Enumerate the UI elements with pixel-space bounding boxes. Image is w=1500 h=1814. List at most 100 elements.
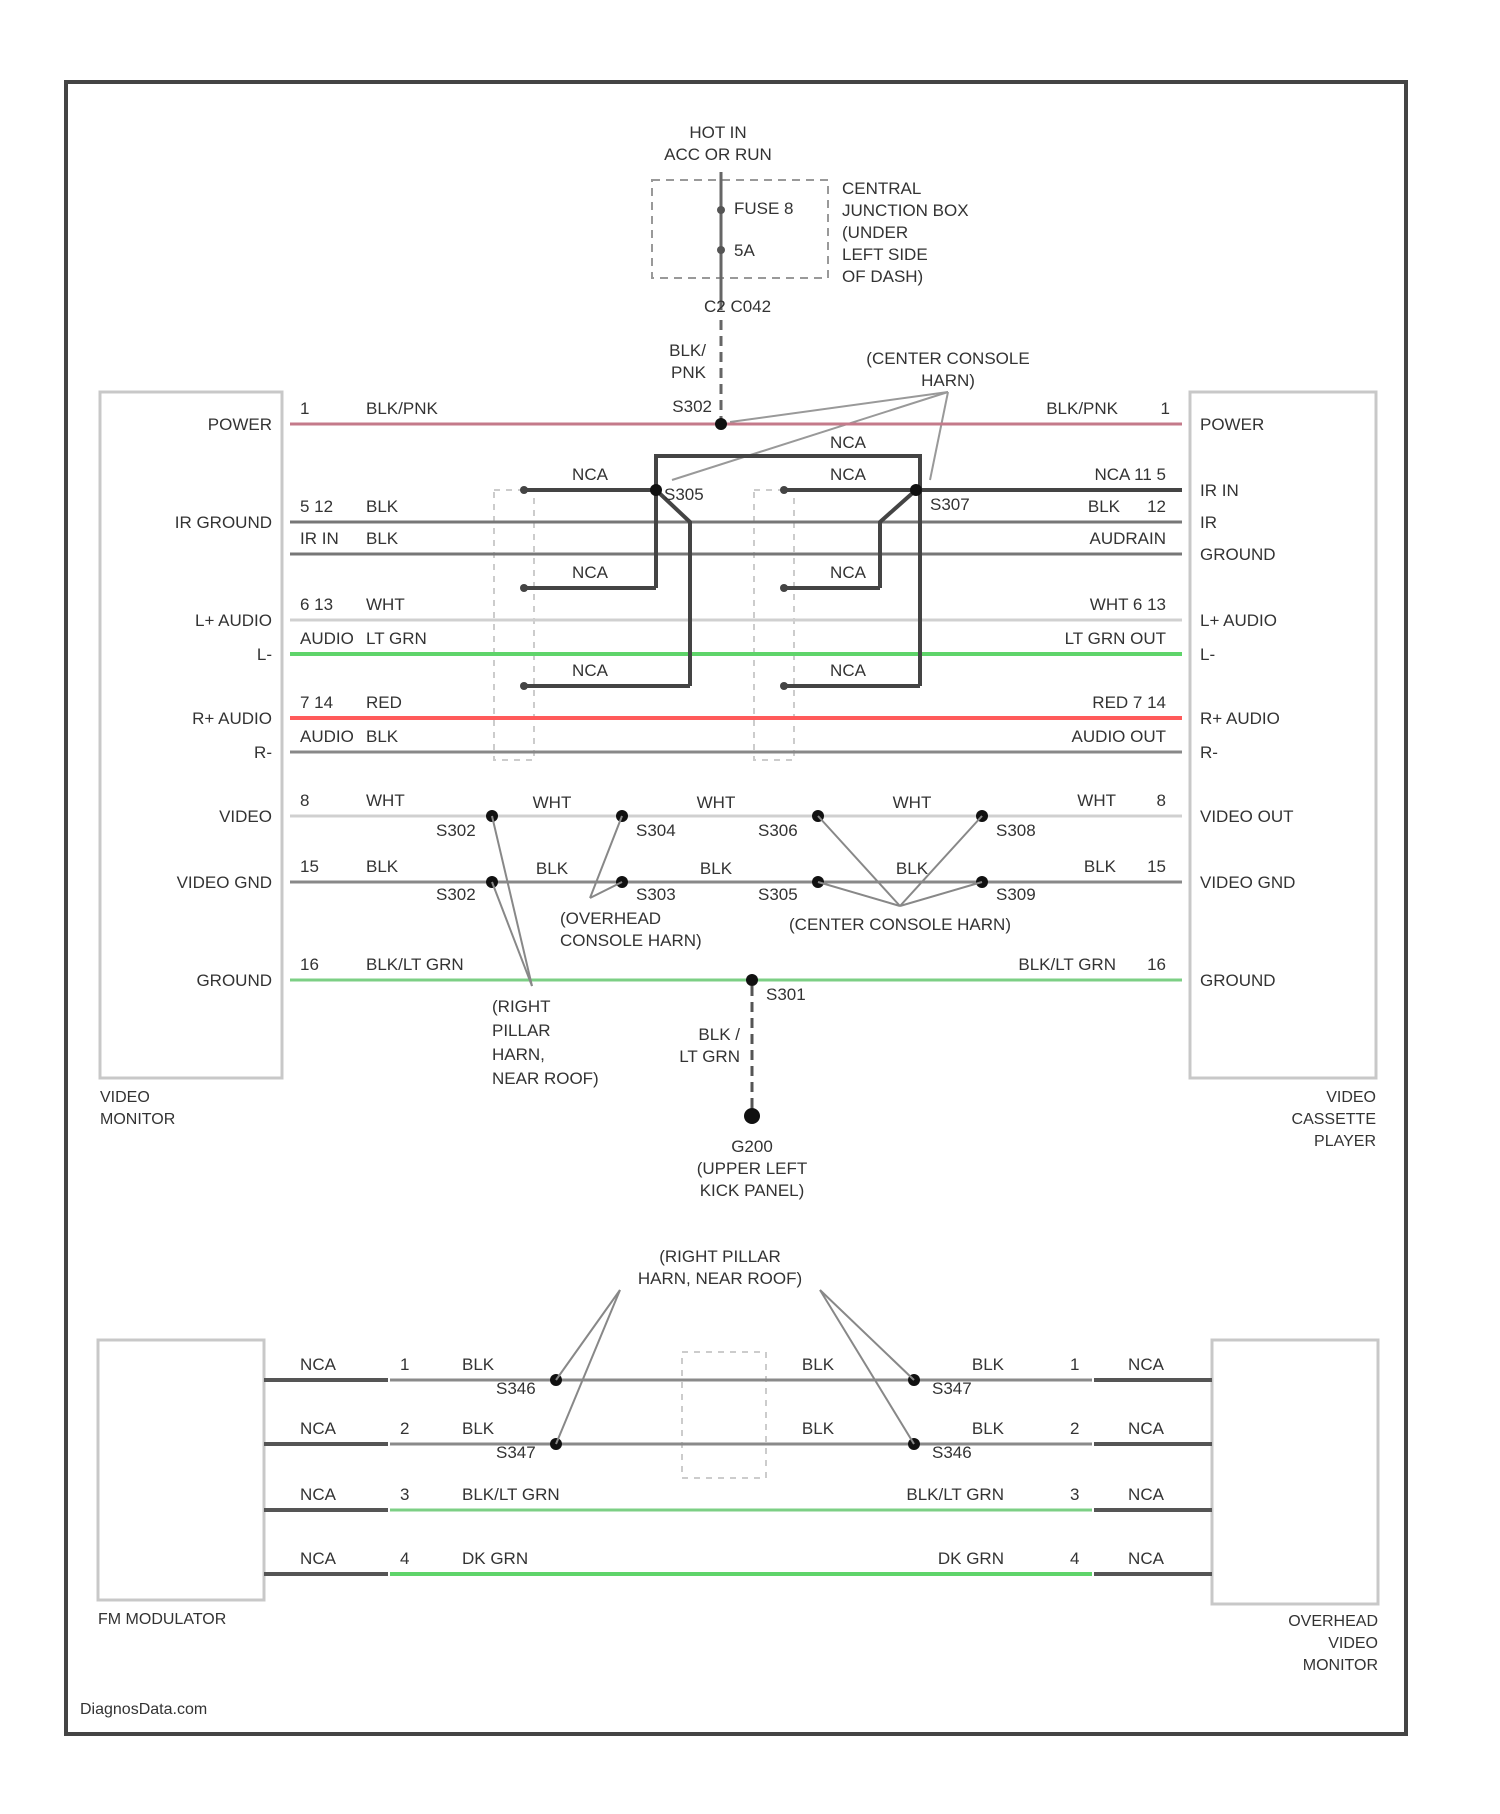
lw-color-10: BLK/LT GRN: [366, 955, 464, 974]
b-rcolor-3: BLK/LT GRN: [906, 1485, 1004, 1504]
vm-pin-video: VIDEO: [219, 807, 272, 826]
diagram-frame: [66, 82, 1406, 1734]
harn-leader-3: [930, 392, 948, 480]
harn-leader-2: [672, 392, 948, 480]
overhead-console-harn-2: CONSOLE HARN): [560, 931, 702, 950]
b-lpin-2: 2: [400, 1419, 409, 1438]
vm-pin-video-gnd: VIDEO GND: [177, 873, 272, 892]
ground-drop-color-1: BLK /: [698, 1025, 740, 1044]
vm-pin-power: POWER: [208, 415, 272, 434]
splice-s302-power: [715, 418, 727, 430]
lw-pin-10: 16: [300, 955, 319, 974]
splice-s301-ground: S301: [766, 985, 806, 1004]
fuse-name: FUSE 8: [734, 199, 794, 218]
vm-pin-l-plus: L+ AUDIO: [195, 611, 272, 630]
nca-label-2: NCA: [830, 465, 867, 484]
gnd-wire-color-2: BLK: [536, 859, 569, 878]
vcp-pin-ground-top: GROUND: [1200, 545, 1276, 564]
fm-nca-3: NCA: [300, 1485, 337, 1504]
harn-leader-1: [730, 392, 948, 422]
om-nca-1: NCA: [1128, 1355, 1165, 1374]
rw-color-10: BLK: [1084, 857, 1117, 876]
splice-s303-gnd: S303: [636, 885, 676, 904]
vcp-pin-ground: GROUND: [1200, 971, 1276, 990]
lw-color-7: BLK: [366, 727, 399, 746]
nca-end-2: [780, 486, 788, 494]
om-nca-2: NCA: [1128, 1419, 1165, 1438]
bottom-splices: [550, 1374, 920, 1450]
fm-modulator-label: FM MODULATOR: [98, 1611, 226, 1628]
lw-pin-3: IR IN: [300, 529, 339, 548]
fm-nca-2: NCA: [300, 1419, 337, 1438]
ground-g200-label: G200: [731, 1137, 773, 1156]
overhead-monitor-label-3: MONITOR: [1303, 1657, 1378, 1674]
b-rpin-2: 2: [1070, 1419, 1079, 1438]
b-lcolor-4: DK GRN: [462, 1549, 528, 1568]
video-wire-color-4: WHT: [893, 793, 932, 812]
b-rcolor-1: BLK: [972, 1355, 1005, 1374]
splice-s309-gnd: S309: [996, 885, 1036, 904]
vcp-pin-r-plus: R+ AUDIO: [1200, 709, 1280, 728]
vcp-pin-video-gnd: VIDEO GND: [1200, 873, 1295, 892]
b-lcolor-1: BLK: [462, 1355, 495, 1374]
nca-label-6: NCA: [572, 661, 609, 680]
lw-pin-8: 8: [300, 791, 309, 810]
vm-pin-l-minus: L-: [257, 645, 272, 664]
bottom-leaders: [556, 1290, 914, 1444]
junction-box-4: LEFT SIDE: [842, 245, 928, 264]
splice-s306-video: S306: [758, 821, 798, 840]
b-rcolor-4: DK GRN: [938, 1549, 1004, 1568]
lw-color-6: RED: [366, 693, 402, 712]
feed-color-2: PNK: [671, 363, 707, 382]
vcp-pin-l-minus: L-: [1200, 645, 1215, 664]
overhead-video-monitor-box: [1212, 1340, 1378, 1604]
b-lcolor-3: BLK/LT GRN: [462, 1485, 560, 1504]
rw-pin-5: WHT 6 13: [1090, 595, 1166, 614]
junction-box-1: CENTRAL: [842, 179, 921, 198]
video-wire-color-2: WHT: [533, 793, 572, 812]
b-splice-l-2: S347: [496, 1443, 536, 1462]
om-nca-4: NCA: [1128, 1549, 1165, 1568]
splice-s305-label: S305: [664, 485, 704, 504]
nca-end-3: [520, 584, 528, 592]
b-splice-r-1: S347: [932, 1379, 972, 1398]
junction-box-outline: [652, 180, 828, 278]
bottom-labels: NCA NCA NCA NCA NCA NCA NCA NCA 1 BLK 2 …: [300, 1355, 1165, 1568]
overhead-monitor-label-2: VIDEO: [1328, 1635, 1378, 1652]
rw-pin-9: 8: [1157, 791, 1166, 810]
ground-location-2: KICK PANEL): [700, 1181, 805, 1200]
rw-pin-10: 15: [1147, 857, 1166, 876]
splice-s305-gnd: S305: [758, 885, 798, 904]
junction-box-2: JUNCTION BOX: [842, 201, 969, 220]
vcp-pin-r-minus: R-: [1200, 743, 1218, 762]
vcp-pin-video-out: VIDEO OUT: [1200, 807, 1294, 826]
nca-end-1: [520, 486, 528, 494]
rw-color-9: WHT: [1077, 791, 1116, 810]
watermark: DiagnosData.com: [80, 1701, 207, 1718]
b-lpin-3: 3: [400, 1485, 409, 1504]
nca-label-5: NCA: [830, 563, 867, 582]
vcp-name-2: CASSETTE: [1292, 1111, 1376, 1128]
video-splices: [486, 810, 988, 986]
harness-leaders: [492, 816, 982, 986]
feed-color-1: BLK/: [669, 341, 706, 360]
nca-end-5: [520, 682, 528, 690]
vcp-name-3: PLAYER: [1314, 1133, 1376, 1150]
right-pillar-left-4: NEAR ROOF): [492, 1069, 599, 1088]
video-monitor-name-1: VIDEO: [100, 1089, 150, 1106]
rw-color-11: BLK/LT GRN: [1018, 955, 1116, 974]
b-midcolor-2: BLK: [802, 1419, 835, 1438]
fm-nca-4: NCA: [300, 1549, 337, 1568]
splice-s308-video: S308: [996, 821, 1036, 840]
nca-label-7: NCA: [830, 661, 867, 680]
feed-splice: S302: [672, 397, 712, 416]
vm-pin-r-minus: R-: [254, 743, 272, 762]
vm-pin-ground: GROUND: [196, 971, 272, 990]
b-splice-r-2: S346: [932, 1443, 972, 1462]
splice-s302-video: S302: [436, 821, 476, 840]
rw-color-4: AUDRAIN: [1089, 529, 1166, 548]
lw-pin-5: AUDIO: [300, 629, 354, 648]
lw-color-2: BLK: [366, 497, 399, 516]
rw-pin-11: 16: [1147, 955, 1166, 974]
